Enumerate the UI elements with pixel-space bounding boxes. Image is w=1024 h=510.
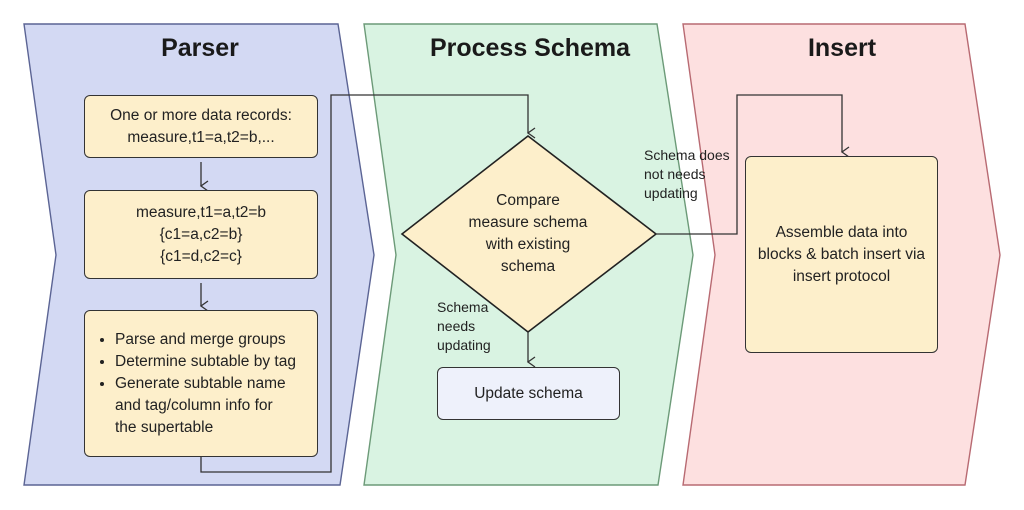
edge-label-line: Schema does [644,147,730,163]
compare-line: measure schema [468,214,588,231]
edge-steps-to-compare [200,94,536,473]
parse-steps-list: Parse and merge groups Determine subtabl… [85,329,296,439]
compare-line: with existing [485,236,571,253]
lane-title-parser: Parser [161,34,239,62]
node-data-records-line: measure,t1=a,t2=b,... [127,128,275,146]
node-assemble-insert[interactable]: Assemble data into blocks & batch insert… [745,156,938,353]
edge-label-needs-updating: Schema needs updating [437,298,491,355]
node-grouped-records[interactable]: measure,t1=a,t2=b {c1=a,c2=b} {c1=d,c2=c… [84,190,318,279]
edge-label-line: Schema [437,299,489,315]
compare-diamond-label: Compare measure schema with existing sch… [440,190,616,278]
edge-compare-to-assemble [656,94,850,235]
edge-label-line: updating [437,337,491,353]
node-grouped-records-line: measure,t1=a,t2=b [135,203,267,221]
lane-title-process-schema: Process Schema [429,34,631,62]
node-update-schema[interactable]: Update schema [437,367,620,420]
node-data-records-line: One or more data records: [110,106,292,124]
compare-line: schema [500,258,556,275]
parse-step-item: Generate subtable name and tag/column in… [115,373,295,439]
parse-step-item: Determine subtable by tag [115,351,296,373]
node-update-schema-label: Update schema [474,384,583,402]
parse-step-item: Parse and merge groups [115,329,296,351]
lane-title-insert: Insert [807,34,877,62]
edge-label-line: not needs [644,166,706,182]
edge-label-no-update: Schema does not needs updating [644,146,730,203]
edge-label-line: updating [644,185,698,201]
node-parse-steps[interactable]: Parse and merge groups Determine subtabl… [84,310,318,457]
node-assemble-line: Assemble data into [775,223,908,241]
compare-line: Compare [496,192,560,209]
node-assemble-line: blocks & batch insert via [757,245,926,263]
edge-label-line: needs [437,318,476,334]
node-grouped-records-line: {c1=a,c2=b} [159,225,243,243]
node-assemble-line: insert protocol [792,267,891,285]
node-data-records[interactable]: One or more data records: measure,t1=a,t… [84,95,318,158]
node-grouped-records-line: {c1=d,c2=c} [160,247,242,265]
